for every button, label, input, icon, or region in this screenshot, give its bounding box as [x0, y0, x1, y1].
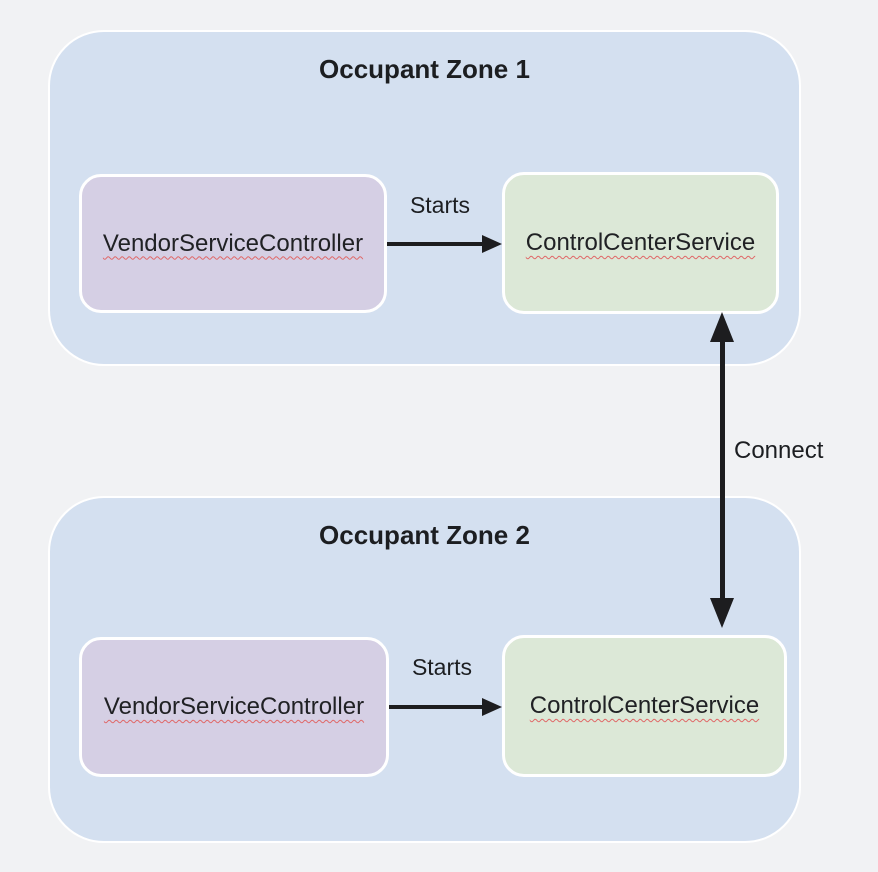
starts-arrow-head-icon [482, 698, 502, 716]
starts-arrow-head-icon [482, 235, 502, 253]
connect-arrow-line [720, 332, 725, 604]
node-label: VendorServiceController [103, 693, 365, 720]
vendor-service-controller-node-1: VendorServiceController [79, 174, 387, 313]
occupant-zone-1: Occupant Zone 1 VendorServiceController … [48, 30, 801, 366]
node-label: ControlCenterService [529, 692, 760, 719]
occupant-zone-2: Occupant Zone 2 VendorServiceController … [48, 496, 801, 843]
node-label: VendorServiceController [102, 229, 364, 257]
vendor-service-controller-node-2: VendorServiceController [79, 637, 389, 777]
control-center-service-node-1: ControlCenterService [502, 172, 779, 314]
connect-arrow-head-down-icon [710, 598, 734, 628]
connect-arrow-label: Connect [734, 437, 824, 464]
zone-1-title: Occupant Zone 1 [319, 54, 530, 84]
node-label: ControlCenterService [525, 229, 756, 256]
starts-arrow-label: Starts [409, 192, 471, 218]
starts-arrow-line [389, 705, 483, 709]
control-center-service-node-2: ControlCenterService [502, 635, 787, 777]
starts-arrow-label: Starts [411, 654, 473, 680]
zone-2-title: Occupant Zone 2 [319, 520, 530, 550]
starts-arrow-line [387, 242, 483, 246]
